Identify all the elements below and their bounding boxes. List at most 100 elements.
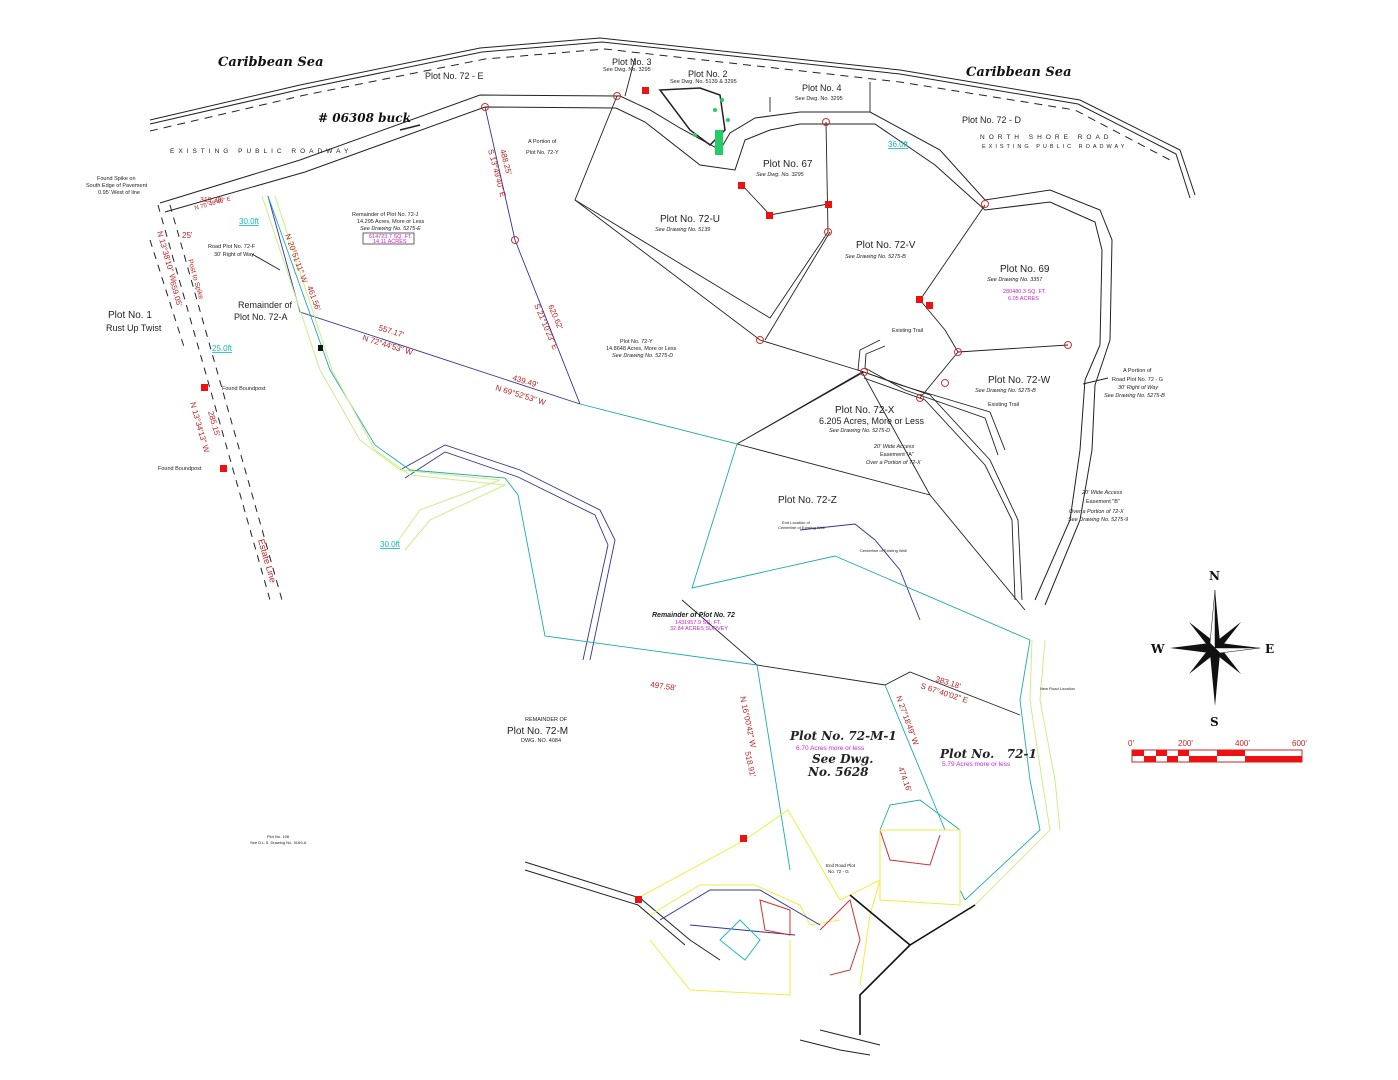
plot-1-label: Plot No. 1	[108, 310, 152, 321]
width-label-4: 30.0ft	[380, 540, 401, 549]
found-boundpost-2: Found Boundpost	[158, 466, 202, 472]
plot-72x-ref: See Drawing No. 5275-D	[829, 428, 890, 434]
found-spike-3: 0.95' West of line	[98, 190, 140, 196]
compass-south: S	[1210, 715, 1219, 729]
compass-north: N	[1209, 569, 1220, 583]
plot-72v-ref: See Drawing No. 5275-B	[845, 254, 906, 260]
plot-72-1-label: Plot No. 72-1	[939, 747, 1037, 761]
existing-trail-1: Existing Trail	[892, 328, 923, 334]
easement-a-line3: Over a Portion of 72-X	[866, 460, 921, 466]
plot-72a-line1: Remainder of	[238, 300, 293, 310]
plot-72y-portion-1: A Portion of	[528, 139, 557, 145]
plot-72u-label: Plot No. 72-U	[660, 214, 720, 225]
north-shore-road-label: NORTH SHORE ROAD	[980, 134, 1113, 141]
road-edges-green	[261, 195, 1061, 911]
compass-east: E	[1265, 642, 1274, 656]
plot-69-area-sqft: 280480.3 SQ. FT.	[1003, 289, 1047, 295]
easement-a-line1: 20' Wide Access	[873, 444, 914, 450]
plot-72z-label: Plot No. 72-Z	[778, 495, 837, 506]
easement-b-line2: Easement "B"	[1086, 499, 1120, 505]
plot-4-ref: See Dwg. No. 3295	[795, 96, 843, 102]
scale-tick-0: 0'	[1128, 739, 1134, 748]
bearing-11-dist: 518.91'	[743, 751, 757, 779]
end-road-plot-2: No. 72 - G	[828, 869, 849, 874]
monuments	[201, 87, 933, 903]
plot-72-remainder-acres: 32.84 ACRES SURVEY	[670, 626, 728, 632]
plot-2-label: Plot No. 2	[688, 69, 728, 79]
coastline	[149, 37, 1196, 199]
width-label-5: 25'	[182, 231, 193, 240]
scale-tick-400: 400'	[1235, 739, 1250, 748]
plot-2-detail	[658, 87, 730, 155]
plot-72y-portion-2: Plot No. 72-Y	[526, 150, 559, 156]
compass-west: W	[1150, 642, 1165, 656]
easement-lines-cyan	[267, 195, 1041, 901]
end-road-plot-1: End Road Plot	[826, 863, 856, 868]
plot-72j-line2: 14.295 Acres, More or Less	[357, 219, 425, 225]
bearing-12-dist: 474.16'	[896, 766, 914, 794]
plot-72f-line2: 30' Right of Way	[214, 252, 254, 258]
plot-72u-ref: See Drawing No. 5139	[655, 227, 710, 233]
plot-72d-label: Plot No. 72 - D	[962, 115, 1022, 125]
existing-wall-label: Centerline of Existing Wall	[860, 548, 907, 553]
compass-rose	[1170, 589, 1261, 706]
end-wall-line2: Centerline of Existing Wall	[778, 525, 825, 530]
survey-points	[481, 92, 1072, 402]
bearing-8-dist: 285.15'	[206, 410, 222, 438]
boundary-lines	[574, 57, 1069, 716]
plot-72g-leader	[1082, 377, 1109, 385]
plot-72y-ref: See Drawing No. 5275-D	[612, 353, 673, 359]
bearing-9-dist: 497.58'	[650, 680, 677, 693]
plot-72m1-area: 6.70 Acres more or less	[796, 745, 865, 752]
traverse-lines-blue	[267, 106, 921, 661]
plot-2-ref: See Dwg. No. 5139 & 3295	[670, 79, 737, 85]
plot-72j-line1: Remainder of Plot No. 72-J	[352, 212, 419, 218]
plot-3-ref: See Dwg. No. 3295	[603, 67, 651, 73]
plot-72f-line1: Road Plot No. 72-F	[208, 244, 256, 250]
plot-72-remainder-sqft: 1431957.9 SQ. FT.	[675, 620, 722, 626]
easement-a-line2: Easement "A"	[880, 452, 914, 458]
plot-72j-area-acres: 14.11 ACRES	[373, 239, 407, 245]
scale-tick-600: 600'	[1292, 739, 1307, 748]
plot-72w-label: Plot No. 72-W	[988, 375, 1051, 386]
plot-72y-label: Plot No. 72-Y	[620, 339, 653, 345]
plot-72j-area-sqft: 614723.7 SQ. FT.	[369, 234, 413, 240]
plot-72g-line4: See Drawing No. 5275-B	[1104, 393, 1165, 399]
easement-b-line4: See Drawing No. 5275-9	[1068, 517, 1128, 523]
new-road-location: New Road Location	[1040, 686, 1075, 691]
scale-bar	[1131, 749, 1303, 763]
found-boundpost-1: Found Boundpost	[222, 386, 266, 392]
plot-4-label: Plot No. 4	[802, 83, 842, 93]
found-spike-2: South Edge of Pavement	[86, 183, 148, 189]
bearing-6: N 69°52'53" W	[494, 383, 547, 407]
scale-tick-200: 200'	[1178, 739, 1193, 748]
found-spike-1: Found Spike on	[97, 176, 136, 182]
plot-72a-line2: Plot No. 72-A	[234, 312, 288, 322]
sea-label-west: Caribbean Sea	[218, 55, 324, 70]
plot-72-1-area: 5.79 Acres more or less	[942, 761, 1011, 768]
bearing-8: N 13°34'13" W	[188, 401, 211, 454]
easement-b-line1: 20' Wide Access	[1081, 490, 1122, 496]
plot-72m-line3: DWG. NO. 4084	[521, 738, 561, 744]
existing-trail	[857, 339, 1023, 601]
plot-1-sub: Rust Up Twist	[106, 323, 162, 333]
plot-72m1-ref1: See Dwg.	[812, 752, 873, 766]
plot-72g-line3: 30' Right of Way	[1118, 385, 1159, 391]
plot-67-label: Plot No. 67	[763, 159, 813, 170]
bearing-5-dist: 557.17'	[377, 323, 405, 339]
plot-3-label: Plot No. 3	[612, 57, 652, 67]
estate-line	[149, 204, 283, 601]
plot-72x-line2: 6.205 Acres, More or Less	[819, 416, 925, 426]
width-label-1: 30.0ft	[239, 217, 260, 226]
existing-trail-2: Existing Trail	[988, 402, 1019, 408]
easement-b-line3: Over a Portion of 72-X	[1069, 509, 1124, 515]
plot-72x-label: Plot No. 72-X	[835, 405, 895, 416]
plot-72m-line1: REMAINDER OF	[525, 717, 568, 723]
north-shore-road-sub: EXISTING PUBLIC ROADWAY	[982, 144, 1127, 150]
drawing-id: # 06308 buck	[318, 111, 411, 125]
bearing-3: N 20°51'11" W	[283, 233, 309, 285]
plot-72m-line2: Plot No. 72-M	[507, 726, 568, 737]
plot-72e-label: Plot No. 72 - E	[425, 71, 484, 81]
bearing-6-dist: 439.49'	[511, 373, 539, 389]
